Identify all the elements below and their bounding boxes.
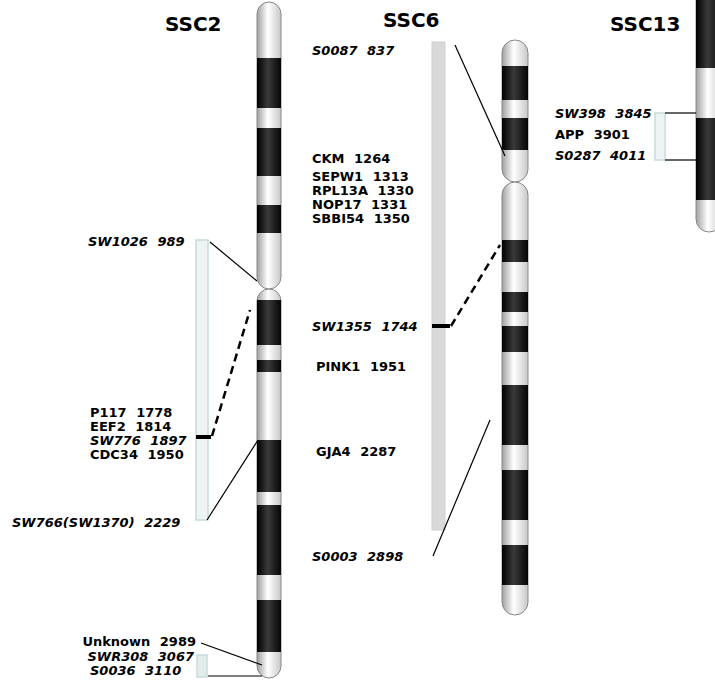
chromosome-title: SSC2 — [165, 12, 222, 36]
chromosome-band — [502, 292, 528, 312]
gene-label: P117 1778 — [90, 406, 172, 420]
chromosome-ssc6 — [502, 182, 528, 615]
leader-line — [455, 45, 505, 156]
chromosome-band — [696, 0, 715, 68]
leader-line — [433, 45, 505, 556]
chromosome-band — [257, 600, 281, 652]
leader-line — [665, 113, 696, 160]
marker-label: S0036 3110 — [90, 664, 181, 678]
leader-line — [433, 420, 490, 556]
chromosome-ssc2 — [257, 289, 281, 678]
leader-line — [212, 310, 250, 436]
gene-label: PINK1 1951 — [316, 360, 406, 374]
chromosome-band — [257, 128, 281, 176]
chromosome-band — [696, 0, 715, 200]
marker-label: SW1355 1744 — [312, 320, 418, 334]
marker-label: SWR308 3067 — [87, 650, 194, 664]
chromosome-band — [696, 118, 715, 200]
chromosome-ssc2 — [257, 2, 281, 678]
chromosome-ssc13 — [696, 0, 715, 232]
chromosome-band — [502, 470, 528, 520]
leader-line — [451, 245, 500, 326]
chromosome-ssc13 — [696, 0, 715, 232]
gene-label: RPL13A 1330 — [312, 184, 414, 198]
chromosome-band — [257, 360, 281, 372]
chromosome-band — [502, 66, 528, 100]
gene-label: APP 3901 — [555, 128, 630, 142]
marker-label: SW1026 989 — [88, 235, 185, 249]
chromosome-band — [257, 205, 281, 233]
region-bar — [655, 113, 665, 160]
chromosome-band — [257, 440, 281, 492]
gene-label: EEF2 1814 — [90, 420, 171, 434]
chromosome-band — [502, 385, 528, 445]
chromosome-band — [257, 58, 281, 108]
chromosome-band — [257, 505, 281, 575]
chromosome-ssc6 — [502, 40, 528, 182]
chromosome-band — [502, 240, 528, 262]
chromosome-band — [502, 326, 528, 352]
chromosome-title: SSC6 — [383, 8, 440, 32]
leader-line — [665, 159, 696, 160]
marker-label: S0087 837 — [312, 44, 394, 58]
leader-line — [210, 242, 257, 281]
marker-label: S0003 2898 — [312, 550, 403, 564]
leader-line — [665, 112, 696, 113]
chromosome-band — [257, 58, 281, 652]
leader-line — [201, 643, 262, 665]
marker-tick — [196, 435, 211, 439]
chromosome-band — [502, 66, 528, 585]
chromosome-band — [257, 300, 281, 345]
leader-line — [208, 675, 262, 676]
gene-label: GJA4 2287 — [316, 445, 396, 459]
chromosome-ssc2 — [257, 2, 281, 289]
chromosome-band — [502, 118, 528, 150]
region-bar — [196, 240, 208, 520]
chromosome-title: SSC13 — [610, 12, 680, 36]
gene-label: CDC34 1950 — [90, 448, 184, 462]
marker-label: SW398 3845 — [555, 107, 652, 121]
gene-label: SEPW1 1313 — [312, 170, 409, 184]
marker-label: SW766(SW1370) 2229 — [12, 516, 180, 530]
gene-label: SBBI54 1350 — [312, 212, 410, 226]
gene-label: Unknown 2989 — [82, 635, 196, 649]
leader-line — [201, 242, 262, 676]
gene-label: CKM 1264 — [312, 152, 390, 166]
marker-label: SW776 1897 — [90, 434, 187, 448]
marker-tick — [432, 324, 450, 328]
chromosome-ssc6 — [502, 40, 528, 615]
chromosome-band — [502, 545, 528, 585]
gene-label: NOP17 1331 — [312, 198, 407, 212]
region-bar — [432, 42, 445, 530]
region-bar — [197, 655, 207, 677]
marker-label: S0287 4011 — [555, 149, 646, 163]
leader-line — [207, 440, 258, 520]
